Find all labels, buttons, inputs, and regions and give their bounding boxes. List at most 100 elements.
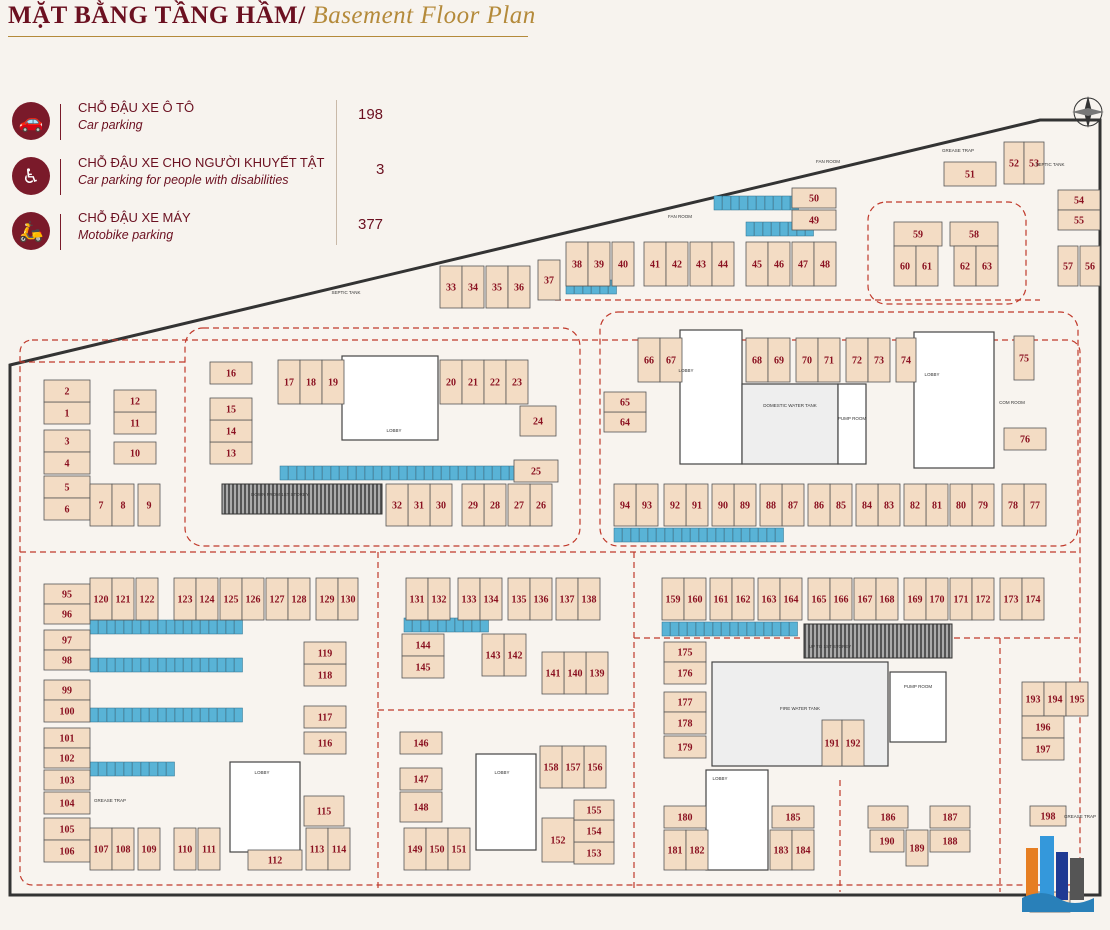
- car-slot-104: 104: [43, 791, 91, 815]
- car-slot-box: [195, 577, 219, 621]
- car-slot-box: [287, 577, 311, 621]
- car-slot-83: 83: [877, 483, 901, 527]
- motorbike-slot: [149, 707, 158, 723]
- room-label-fire-water-tank: FIRE WATER TANK: [780, 706, 820, 711]
- car-slot-number: 132: [432, 595, 447, 606]
- car-slot-39: 39: [587, 241, 611, 287]
- car-slot-box: [447, 827, 471, 871]
- car-slot-number: 36: [514, 283, 524, 294]
- car-slot-125: 125: [219, 577, 243, 621]
- car-slot-number: 78: [1008, 501, 1018, 512]
- motorbike-slot: [475, 465, 484, 481]
- car-slot-box: [665, 241, 689, 287]
- car-slot-box: [337, 577, 359, 621]
- car-slot-box: [841, 719, 865, 767]
- car-slot-135: 135: [507, 577, 531, 621]
- motorbike-slot: [225, 657, 235, 673]
- car-slot-155: 155: [573, 799, 615, 821]
- car-slot-number: 6: [65, 505, 70, 516]
- motorbike-slot: [166, 657, 175, 673]
- car-slot-number: 127: [270, 595, 285, 606]
- car-slot-box: [771, 805, 815, 829]
- car-slot-number: 156: [588, 763, 603, 774]
- car-slot-141: 141: [541, 651, 565, 695]
- motorbike-slot: [157, 707, 167, 723]
- car-slot-number: 122: [140, 595, 155, 606]
- motorbike-slot: [89, 707, 99, 723]
- car-slot-47: 47: [791, 241, 815, 287]
- car-slot-195: 195: [1065, 681, 1089, 717]
- car-slot-box: [767, 337, 791, 383]
- car-slot-number: 158: [544, 763, 559, 774]
- car-slot-100: 100: [43, 699, 91, 723]
- car-slot-box: [399, 767, 443, 791]
- motorbike-slot: [681, 527, 691, 543]
- legend-separator: [60, 159, 61, 195]
- car-slot-number: 177: [678, 698, 693, 709]
- car-slot-box: [813, 241, 837, 287]
- legend-count: 3: [376, 161, 385, 178]
- car-slot-182: 182: [685, 829, 709, 871]
- motorbike-slot: [781, 195, 791, 211]
- car-slot-box: [1013, 335, 1035, 381]
- motorbike-slot: [123, 657, 133, 673]
- car-slot-number: 152: [551, 836, 566, 847]
- car-slot-171: 171: [949, 577, 973, 621]
- legend-car-parking: 🚗 CHỖ ĐẬU XE Ô TÔ Car parking 198: [8, 100, 408, 150]
- car-slot-number: 171: [954, 595, 969, 606]
- legend-count: 377: [358, 216, 384, 233]
- car-slot-number: 21: [468, 378, 478, 389]
- motorbike-slot: [724, 527, 733, 543]
- car-slot-142: 142: [503, 633, 527, 677]
- car-slot-59: 59: [893, 221, 943, 247]
- car-slot-number: 10: [130, 449, 140, 460]
- car-slot-51: 51: [943, 161, 997, 187]
- car-slot-number: 64: [620, 418, 630, 429]
- car-slot-88: 88: [759, 483, 783, 527]
- motorbike-slot: [779, 221, 789, 237]
- motorbike-slot: [441, 465, 450, 481]
- motorbike-slot: [356, 465, 365, 481]
- car-slot-number: 53: [1029, 159, 1039, 170]
- room-label-domestic-water-tank: DOMESTIC WATER TANK: [763, 403, 817, 408]
- motorbike-slot: [730, 195, 740, 211]
- car-slot-box: [1001, 483, 1025, 527]
- car-slot-number: 87: [788, 501, 798, 512]
- car-slot-146: 146: [399, 731, 443, 755]
- car-slot-196: 196: [1021, 715, 1065, 739]
- car-slot-130: 130: [337, 577, 359, 621]
- car-slot-box: [113, 389, 157, 413]
- car-slot-number: 26: [536, 501, 546, 512]
- car-slot-number: 104: [60, 799, 75, 810]
- car-slot-number: 58: [969, 230, 979, 241]
- car-slot-17: 17: [277, 359, 301, 405]
- car-slot-box: [577, 577, 601, 621]
- car-slot-number: 39: [594, 260, 604, 271]
- car-slot-number: 35: [492, 283, 502, 294]
- car-slot-number: 28: [490, 501, 500, 512]
- motorbike-slot: [149, 761, 158, 777]
- car-slot-box: [573, 799, 615, 821]
- car-slot-box: [663, 483, 687, 527]
- car-slot-number: 128: [292, 595, 307, 606]
- car-slot-number: 180: [678, 813, 693, 824]
- car-slot-box: [401, 655, 445, 679]
- motorbike-slot: [687, 621, 696, 637]
- car-slot-number: 25: [531, 467, 541, 478]
- car-slot-number: 43: [696, 260, 706, 271]
- car-slot-117: 117: [303, 705, 347, 729]
- car-slot-box: [399, 791, 443, 823]
- car-slot-number: 184: [796, 846, 811, 857]
- car-slot-number: 89: [740, 501, 750, 512]
- car-slot-number: 138: [582, 595, 597, 606]
- car-slot-153: 153: [573, 841, 615, 865]
- car-slot-197: 197: [1021, 737, 1065, 761]
- car-slot-box: [327, 827, 351, 871]
- car-slot-46: 46: [767, 241, 791, 287]
- car-slot-number: 48: [820, 260, 830, 271]
- motorbike-slot: [132, 657, 141, 673]
- car-slot-81: 81: [925, 483, 949, 527]
- motorbike-slot: [755, 621, 764, 637]
- motorbike-slot: [722, 195, 731, 211]
- car-slot-number: 107: [94, 845, 109, 856]
